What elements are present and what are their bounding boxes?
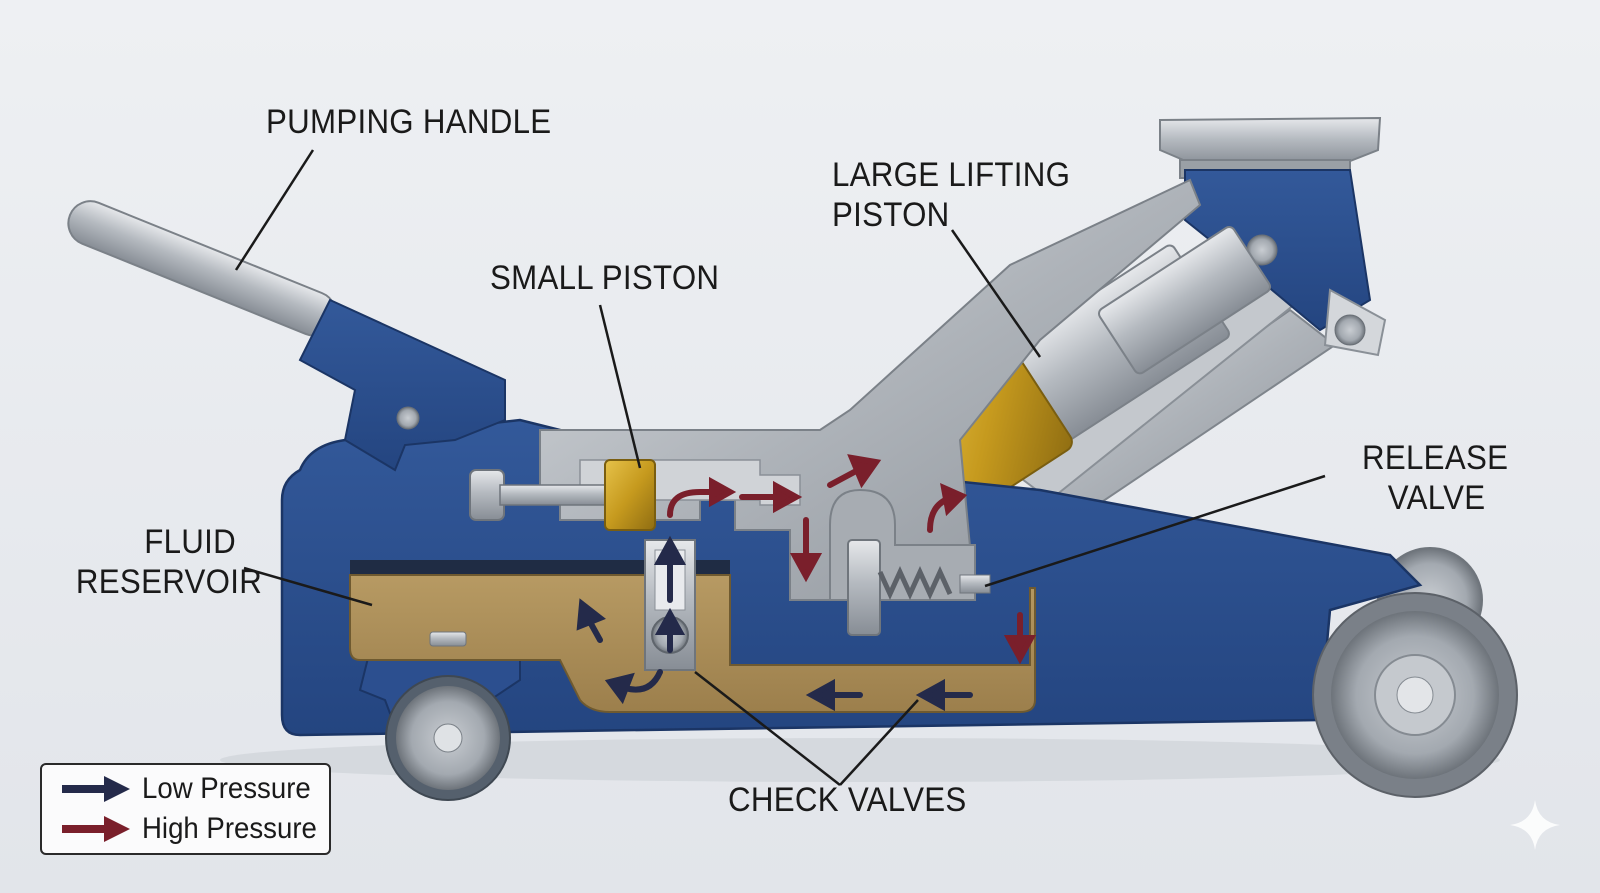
label-small-piston: SMALL PISTON [490, 259, 720, 297]
label-fluid-reservoir: FLUID RESERVOIR [75, 522, 263, 602]
legend-label-high: High Pressure [142, 812, 317, 845]
legend-row-high: High Pressure [60, 811, 332, 847]
low-pressure-arrow-icon [62, 776, 130, 802]
label-release-valve-line1: RELEASE [1362, 439, 1509, 477]
label-pumping-handle: PUMPING HANDLE [266, 103, 552, 141]
legend-row-low: Low Pressure [60, 771, 325, 807]
saddle-bracket [1184, 169, 1387, 357]
high-pressure-arrow-icon [62, 816, 130, 842]
legend-label-low: Low Pressure [142, 772, 311, 805]
sparkle-icon [1510, 800, 1560, 850]
release-valve [847, 539, 991, 636]
label-fluid-reservoir-line2: RESERVOIR [75, 563, 263, 601]
small-piston [469, 459, 656, 531]
label-fluid-reservoir-line1: FLUID [144, 523, 236, 561]
high-pressure-arrows [667, 454, 1037, 665]
pumping-handle [67, 200, 506, 472]
front-wheel [385, 631, 511, 801]
rear-wheel [1312, 592, 1518, 798]
label-release-valve-line2: VALVE [1387, 479, 1486, 517]
low-pressure-arrows [576, 535, 973, 712]
label-release-valve: RELEASE VALVE [1362, 438, 1508, 518]
label-large-lifting-piston-line1: LARGE LIFTING [832, 156, 1071, 194]
label-large-lifting-piston: LARGE LIFTING PISTON [832, 155, 1070, 235]
leader-lines [234, 149, 1326, 786]
label-check-valves: CHECK VALVES [728, 781, 967, 819]
pressure-legend: Low Pressure High Pressure [40, 763, 331, 855]
label-large-lifting-piston-line2: PISTON [832, 196, 950, 234]
floor-shadow [220, 738, 1500, 782]
